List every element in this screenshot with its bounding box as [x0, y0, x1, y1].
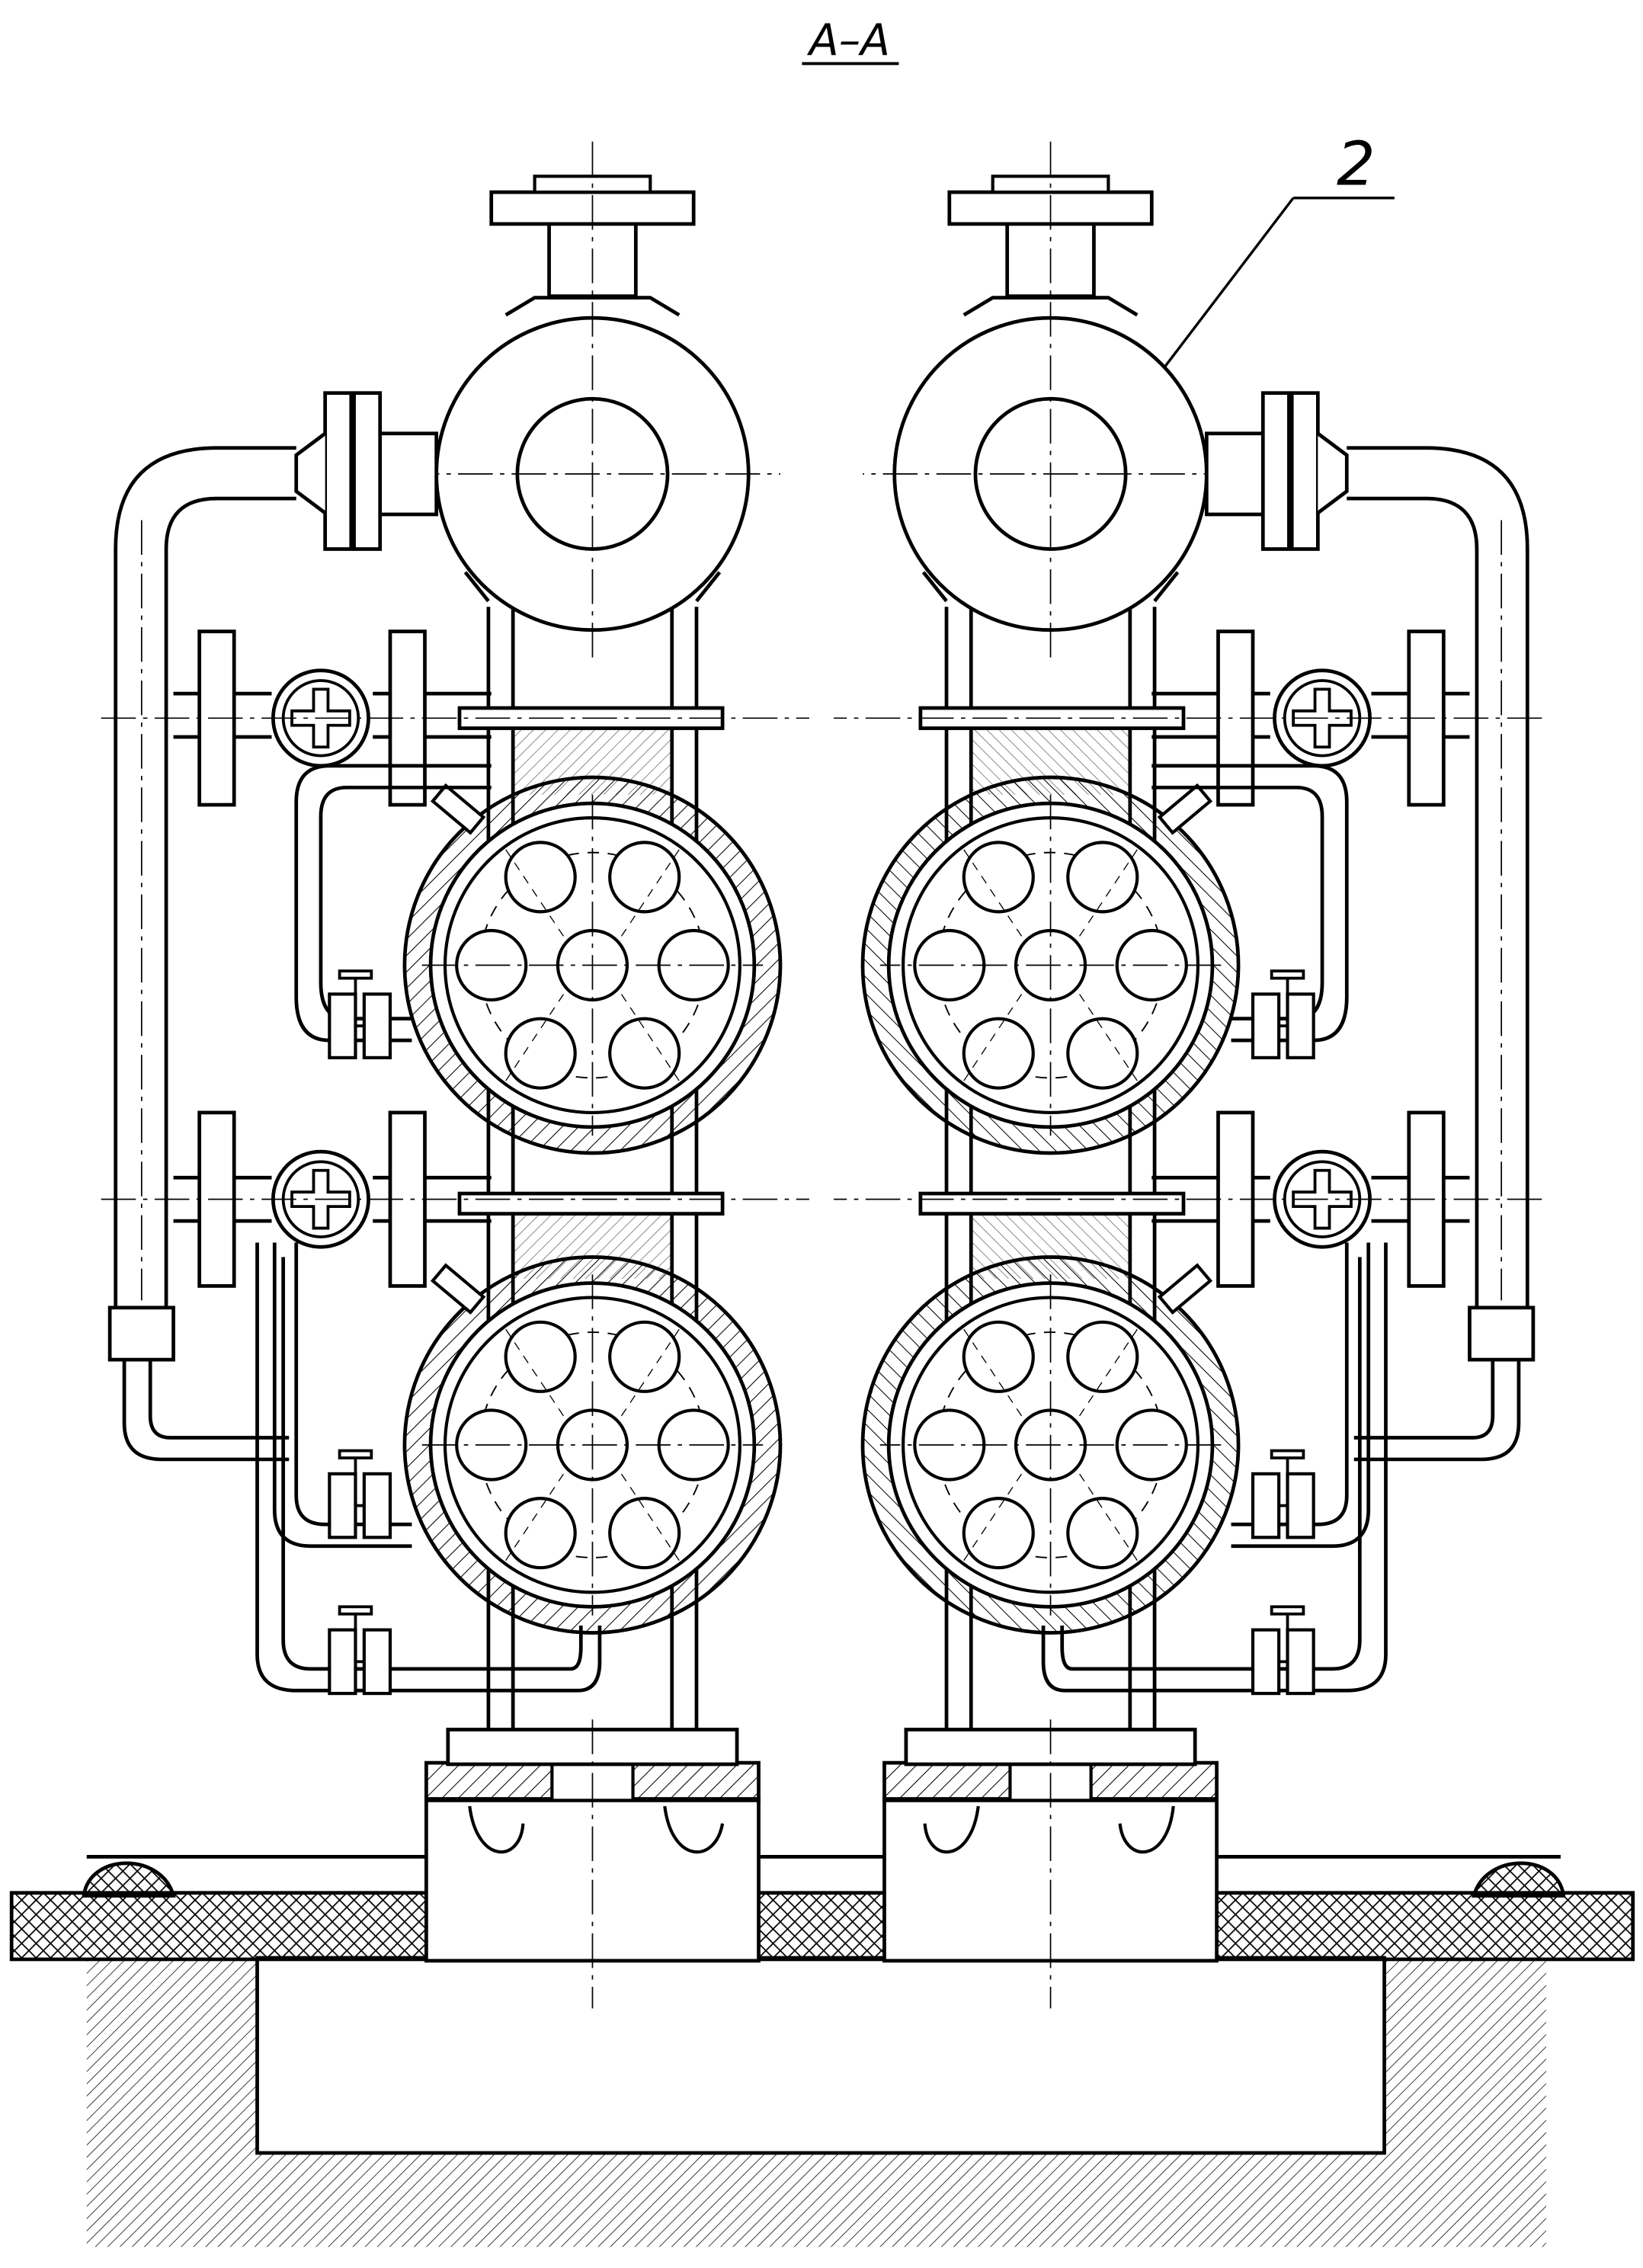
- section-label: A–A: [806, 15, 890, 66]
- callout-2: 2: [1337, 129, 1376, 200]
- shell-left-upper: [405, 777, 780, 1153]
- unit-left: [101, 142, 809, 1730]
- ground: [9, 1854, 1635, 2247]
- callout-leader: [1140, 197, 1295, 399]
- shell-left-lower: [405, 1257, 780, 1633]
- header-vessel-left: [405, 142, 780, 662]
- unit-right: [834, 142, 1542, 1730]
